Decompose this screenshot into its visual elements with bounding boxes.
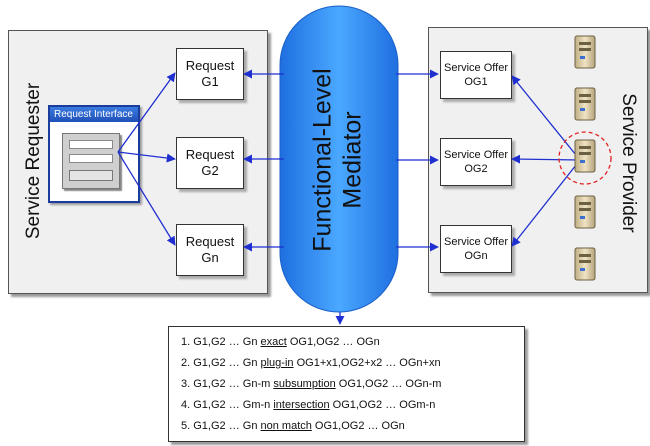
arrow-server-to-ogn (511, 159, 581, 247)
match-intersection-line: 4. G1,G2 … Gm-n intersection OG1,OG2 … O… (181, 399, 436, 411)
service-offer-og1-box: Service Offer OG1 (440, 51, 512, 99)
request-g2-label: Request (185, 147, 235, 162)
arrow-interface-to-g2 (117, 151, 176, 163)
arrow-server-to-og2 (511, 154, 581, 164)
server-icon (574, 195, 596, 229)
match-exact-line: 1. G1,G2 … Gn exact OG1,OG2 … OGn (181, 336, 380, 348)
request-g2-id: G2 (201, 163, 219, 178)
match-nonmatch-line: 5. G1,G2 … Gn non match OG1,OG2 … OGn (181, 420, 405, 432)
request-g1-label: Request (185, 58, 235, 73)
arrow-server-to-og1 (511, 75, 581, 161)
match-keyword: subsumption (273, 378, 336, 390)
service-offer-ogn-box: Service Offer OGn (440, 225, 512, 273)
request-interface-title: Request Interface (50, 107, 138, 122)
request-g1-box: Request G1 (176, 48, 244, 100)
match-keyword: intersection (273, 399, 330, 411)
request-form-icon (62, 133, 120, 189)
match-keyword: plug-in (260, 357, 294, 369)
selected-server-ring (558, 131, 612, 185)
mediator-label-line2: Mediator (338, 111, 367, 209)
request-gn-label: Request (185, 234, 235, 249)
match-plugin-line: 2. G1,G2 … Gn plug-in OG1+x1,OG2+x2 … OG… (181, 357, 441, 369)
service-offer-ogn-id: OGn (464, 250, 488, 262)
mediator-label-line1: Functional-Level (308, 68, 337, 252)
match-keyword: non match (260, 420, 312, 432)
arrow-interface-to-gn (117, 151, 176, 246)
service-offer-og1-label: Service Offer (444, 62, 508, 74)
service-offer-og2-id: OG2 (464, 163, 488, 175)
match-types-box: 1. G1,G2 … Gn exact OG1,OG2 … OGn 2. G1,… (168, 326, 525, 442)
server-icon (574, 87, 596, 121)
match-subsumption-line: 3. G1,G2 … Gn-m subsumption OG1,OG2 … OG… (181, 378, 442, 390)
request-g1-id: G1 (201, 74, 219, 89)
service-offer-og1-id: OG1 (464, 76, 488, 88)
match-keyword: exact (260, 336, 287, 348)
server-icon (574, 35, 596, 69)
arrow-interface-to-g1 (117, 72, 176, 153)
service-offer-ogn-label: Service Offer (444, 236, 508, 248)
request-interface-window: Request Interface (48, 105, 140, 203)
service-offer-og2-label: Service Offer (444, 149, 508, 161)
request-gn-id: Gn (201, 250, 219, 265)
request-gn-box: Request Gn (176, 224, 244, 276)
request-g2-box: Request G2 (176, 137, 244, 189)
server-icon (574, 247, 596, 281)
server-icon (574, 139, 596, 173)
service-offer-og2-box: Service Offer OG2 (440, 138, 512, 186)
